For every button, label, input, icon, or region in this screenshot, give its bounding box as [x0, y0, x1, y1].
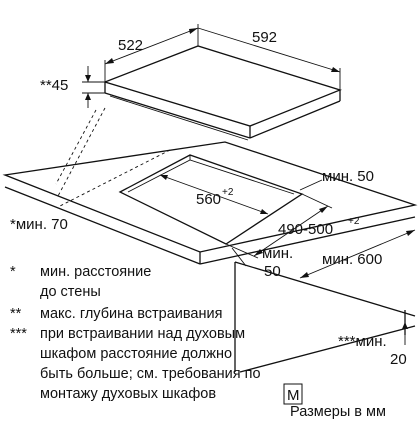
panel-top-edge — [234, 261, 416, 317]
dim-line-600 — [299, 229, 416, 279]
dim-min-20: ***мин. 20 — [338, 322, 408, 368]
arrowhead — [406, 230, 415, 236]
cutout-width-label: 560 — [196, 191, 221, 208]
dim-min-50-right: мин. 50 — [299, 168, 374, 191]
leader-line — [299, 179, 323, 191]
worktop — [2, 141, 418, 265]
hob-top-surface — [103, 45, 342, 127]
notes: * мин. расстояние до стены ** макс. глуб… — [10, 264, 261, 402]
min-50-right-label: мин. 50 — [322, 168, 374, 185]
arrowhead — [189, 28, 198, 34]
hob-front-right-bottom — [249, 100, 341, 139]
dim-522: 522 — [104, 24, 199, 82]
arrowhead — [85, 75, 91, 82]
dim-min-70: *мин. 70 — [10, 216, 68, 233]
note-2-line-1: макс. глубина встраивания — [40, 306, 222, 322]
panel-lower-edge — [239, 325, 416, 373]
leader-line — [231, 247, 247, 267]
dim-490-500: 490-500 +2 — [225, 193, 360, 259]
dim-560: 560 +2 — [159, 174, 269, 215]
min-20-label-1: ***мин. — [338, 333, 387, 350]
cutout-depth-label: 490-500 — [278, 221, 333, 238]
m-badge-letter: M — [287, 387, 300, 404]
footer: M Размеры в мм — [283, 383, 386, 420]
projection-lines — [55, 107, 171, 207]
ext-line — [301, 193, 333, 209]
note-1-line-1: мин. расстояние — [40, 264, 151, 280]
front-panel — [234, 261, 416, 373]
ext-line — [225, 243, 259, 259]
dim-min-600: мин. 600 — [299, 229, 416, 279]
dim-line-522 — [104, 27, 199, 65]
note-2-mark: ** — [10, 306, 22, 322]
min-50-front-label-1: мин. — [262, 245, 293, 262]
note-3-line-1: при встраивании над духовым — [40, 326, 245, 342]
dim-line-592 — [197, 27, 341, 73]
note-1-line-2: до стены — [40, 284, 101, 300]
dim-45: **45 — [40, 66, 105, 108]
arrowhead — [402, 322, 408, 329]
arrowhead — [319, 206, 328, 213]
arrowhead — [331, 67, 340, 72]
hob-underside-line — [109, 95, 249, 141]
worktop-front-right-edge — [199, 216, 416, 265]
min-600-label: мин. 600 — [322, 251, 382, 268]
worktop-front-left-edge — [4, 186, 201, 265]
min-20-label-2: 20 — [390, 351, 407, 368]
note-3-mark: *** — [10, 326, 27, 342]
m-badge-box — [283, 383, 303, 405]
note-1-mark: * — [10, 264, 16, 280]
hob-depth-label: 522 — [118, 37, 143, 54]
dim-line-490 — [253, 205, 329, 257]
dim-592: 592 — [197, 27, 341, 90]
cutout-width-tolerance: +2 — [222, 187, 234, 198]
projection-line — [57, 107, 106, 197]
min-50-front-label-2: 50 — [264, 263, 281, 280]
arrowhead — [160, 175, 168, 180]
hob-front-left-bottom — [104, 92, 251, 139]
arrowhead — [105, 58, 114, 64]
arrowhead — [254, 249, 263, 256]
hob-width-label: 592 — [252, 29, 277, 46]
min-70-label: *мин. 70 — [10, 216, 68, 233]
note-3-line-2: шкафом расстояние должно — [40, 346, 232, 362]
arrowhead — [85, 93, 91, 100]
hob-height-label: **45 — [40, 77, 68, 94]
arrowhead — [260, 209, 268, 214]
dim-min-50-front: мин. 50 — [231, 245, 293, 280]
hob — [103, 45, 342, 141]
projection-line — [59, 149, 171, 207]
dim-line-560 — [159, 174, 269, 215]
note-3-line-3: быть больше; см. требования по — [40, 366, 261, 382]
cutout-depth-tolerance: +2 — [348, 216, 360, 227]
worktop-top-surface — [2, 141, 418, 253]
arrowhead — [300, 272, 309, 278]
projection-line — [55, 109, 97, 185]
units-caption: Размеры в мм — [290, 404, 386, 420]
note-3-line-4: монтажу духовых шкафов — [40, 386, 216, 402]
